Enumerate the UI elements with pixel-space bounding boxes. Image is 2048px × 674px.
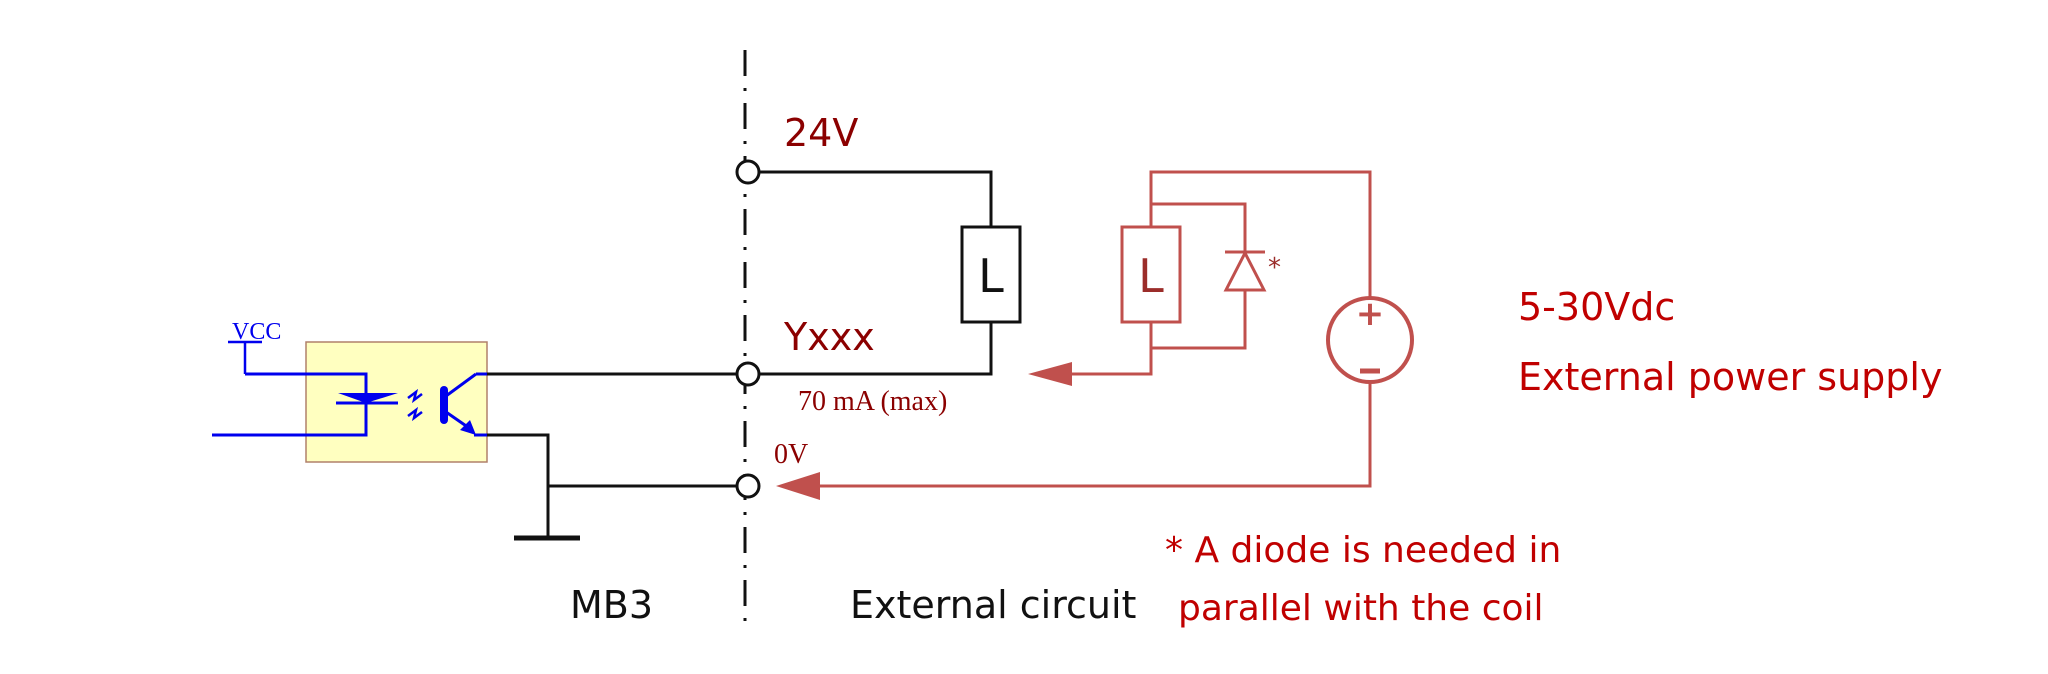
load-24v-wire bbox=[759, 170, 993, 227]
diode-bottom-wire bbox=[1151, 290, 1247, 350]
load-label: L bbox=[978, 249, 1004, 303]
diode-asterisk: * bbox=[1268, 253, 1281, 283]
terminal-0v bbox=[735, 473, 761, 499]
emitter-arrow-icon bbox=[460, 420, 476, 435]
external-circuit: L * + bbox=[776, 170, 1414, 500]
supply-description-label: External power supply bbox=[1518, 355, 1942, 399]
diode-icon bbox=[1223, 249, 1267, 292]
terminal-24v bbox=[735, 159, 761, 185]
label-24v: 24V bbox=[784, 111, 858, 155]
label-current-rating: 70 mA (max) bbox=[798, 386, 947, 417]
load-return-wire bbox=[759, 322, 993, 376]
label-0v: 0V bbox=[774, 439, 808, 470]
arrow-to-0v-icon bbox=[776, 472, 820, 500]
emitter-to-ground-wire bbox=[487, 433, 550, 538]
coil-return-wire bbox=[1070, 322, 1153, 376]
light-emission-icon bbox=[407, 388, 423, 422]
diode-note-line1: * A diode is needed in bbox=[1165, 530, 1561, 571]
terminal-yxxx bbox=[735, 361, 761, 387]
power-source-plus: + bbox=[1356, 294, 1385, 334]
section-label-mb3: MB3 bbox=[570, 583, 653, 627]
load-box bbox=[960, 225, 1022, 324]
supply-negative-wire bbox=[820, 382, 1372, 488]
optocoupler: VCC bbox=[212, 319, 488, 463]
external-coil-label: L bbox=[1138, 249, 1164, 303]
phototransistor-collector bbox=[445, 372, 477, 398]
diode-top-wire bbox=[1151, 202, 1247, 252]
diode-note-line2: parallel with the coil bbox=[1178, 588, 1544, 629]
supply-voltage-label: 5-30Vdc bbox=[1518, 285, 1675, 329]
section-label-external: External circuit bbox=[850, 583, 1136, 627]
led-icon bbox=[338, 393, 398, 403]
label-yxxx: Yxxx bbox=[783, 315, 875, 359]
arrow-to-yxxx-icon bbox=[1028, 362, 1072, 386]
supply-positive-wire bbox=[1149, 170, 1372, 300]
external-coil-box bbox=[1120, 225, 1182, 324]
vcc-label: VCC bbox=[232, 319, 281, 345]
